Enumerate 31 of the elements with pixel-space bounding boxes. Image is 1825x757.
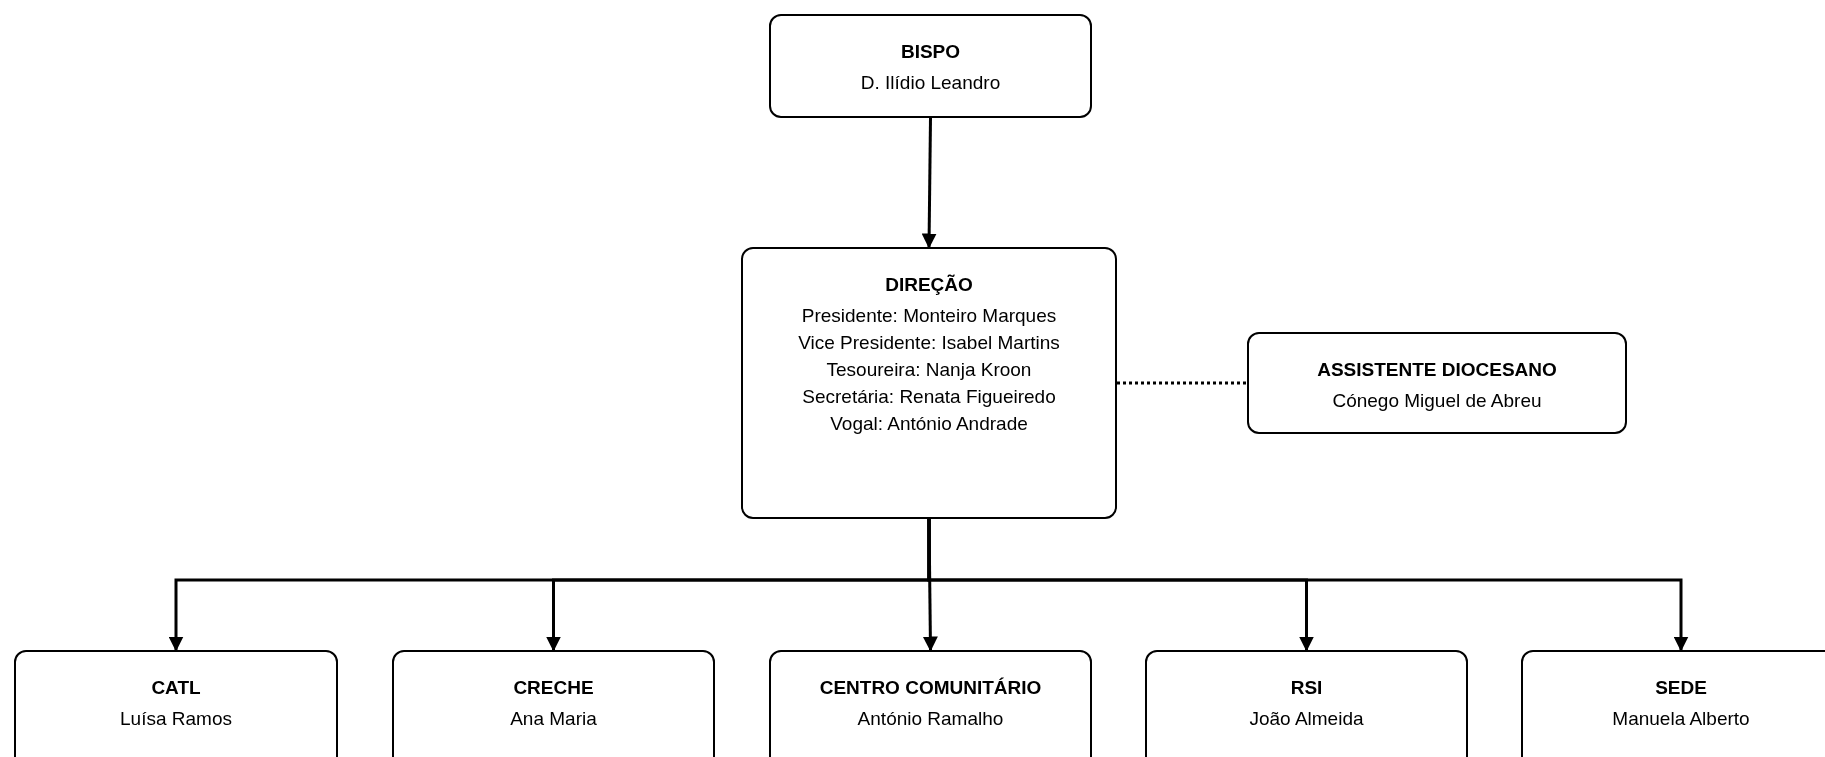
box-text: João Almeida xyxy=(1249,707,1364,731)
arrow xyxy=(921,118,937,249)
box-text: Secretária: Renata Figueiredo xyxy=(802,385,1056,409)
box-text: Luísa Ramos xyxy=(120,707,232,731)
box-text: António Ramalho xyxy=(857,707,1004,731)
box-text: D. Ilídio Leandro xyxy=(860,71,1001,95)
org-box xyxy=(392,650,715,757)
org-box xyxy=(1145,650,1468,757)
box-title: RSI xyxy=(1290,676,1323,700)
box-title: CENTRO COMUNITÁRIO xyxy=(819,676,1042,700)
box-title: BISPO xyxy=(900,40,961,64)
org-box xyxy=(1521,650,1825,757)
box-text: Cónego Miguel de Abreu xyxy=(1332,389,1542,413)
arrow xyxy=(927,519,1689,652)
box-title: SEDE xyxy=(1655,676,1707,700)
org-box xyxy=(1247,332,1627,434)
box-text: Ana Maria xyxy=(510,707,597,731)
org-box xyxy=(769,14,1092,118)
org-box xyxy=(741,247,1117,519)
box-title: CRECHE xyxy=(513,676,594,700)
box-text: Tesoureira: Nanja Kroon xyxy=(826,358,1032,382)
box-title: CATL xyxy=(151,676,201,700)
box-text: Manuela Alberto xyxy=(1612,707,1750,731)
box-text: Presidente: Monteiro Marques xyxy=(801,304,1057,328)
box-title: DIREÇÃO xyxy=(885,273,973,297)
box-title: ASSISTENTE DIOCESANO xyxy=(1317,358,1557,382)
org-box xyxy=(769,650,1092,757)
box-text: Vogal: António Andrade xyxy=(830,412,1028,436)
dotted-connector xyxy=(1117,381,1247,385)
org-box xyxy=(14,650,338,757)
box-text: Vice Presidente: Isabel Martins xyxy=(798,331,1060,355)
